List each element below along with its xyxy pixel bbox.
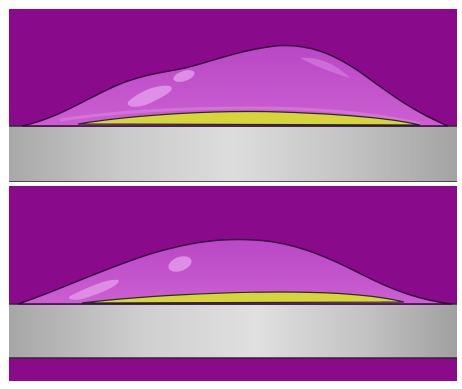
top-panel [8, 8, 458, 183]
bottom-panel [8, 186, 458, 382]
top-substrate [8, 126, 458, 182]
panel-divider [8, 182, 458, 186]
bottom-substrate [8, 304, 458, 358]
